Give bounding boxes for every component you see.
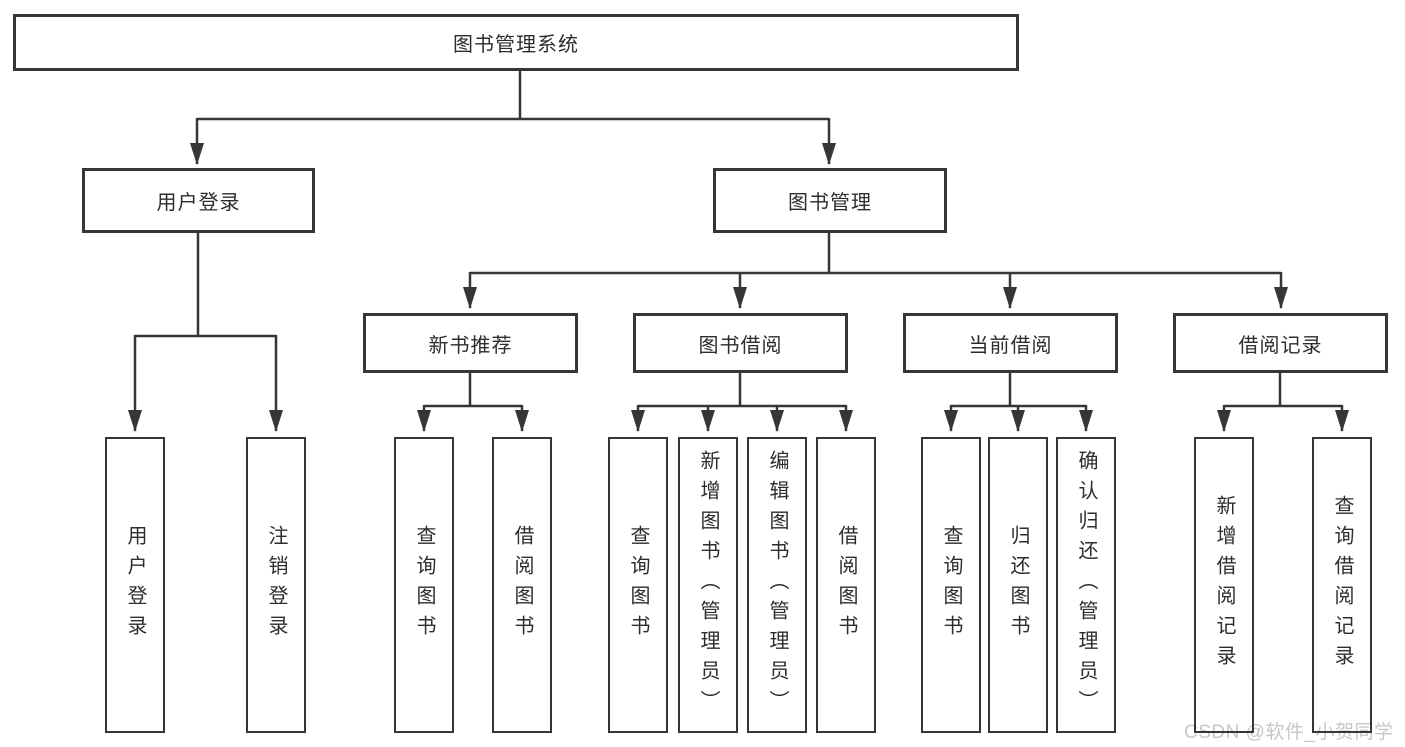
node-book-management: 图书管理: [713, 168, 947, 233]
node-user-login-branch: 用户登录: [82, 168, 315, 233]
node-book-borrowing: 图书借阅: [633, 313, 848, 373]
watermark: CSDN @软件_小贺同学: [1184, 722, 1394, 743]
node-current-borrowing: 当前借阅: [903, 313, 1118, 373]
node-nbr-borrow-books: 借阅图书: [492, 437, 552, 733]
node-cb-return-books: 归还图书: [988, 437, 1048, 733]
node-bb-query-books: 查询图书: [608, 437, 668, 733]
node-library-management-system: 图书管理系统: [13, 14, 1019, 71]
node-bb-add-books-admin: 新增图书（管理员）: [678, 437, 738, 733]
node-nbr-query-books: 查询图书: [394, 437, 454, 733]
node-user-login: 用户登录: [105, 437, 165, 733]
node-cb-query-books: 查询图书: [921, 437, 981, 733]
node-bb-edit-books-admin: 编辑图书（管理员）: [747, 437, 807, 733]
node-cb-confirm-return-admin: 确认归还（管理员）: [1056, 437, 1116, 733]
node-bb-borrow-books: 借阅图书: [816, 437, 876, 733]
node-br-query-borrow-record: 查询借阅记录: [1312, 437, 1372, 733]
node-logout-login: 注销登录: [246, 437, 306, 733]
node-br-add-borrow-record: 新增借阅记录: [1194, 437, 1254, 733]
node-new-book-recommendation: 新书推荐: [363, 313, 578, 373]
node-borrowing-records: 借阅记录: [1173, 313, 1388, 373]
